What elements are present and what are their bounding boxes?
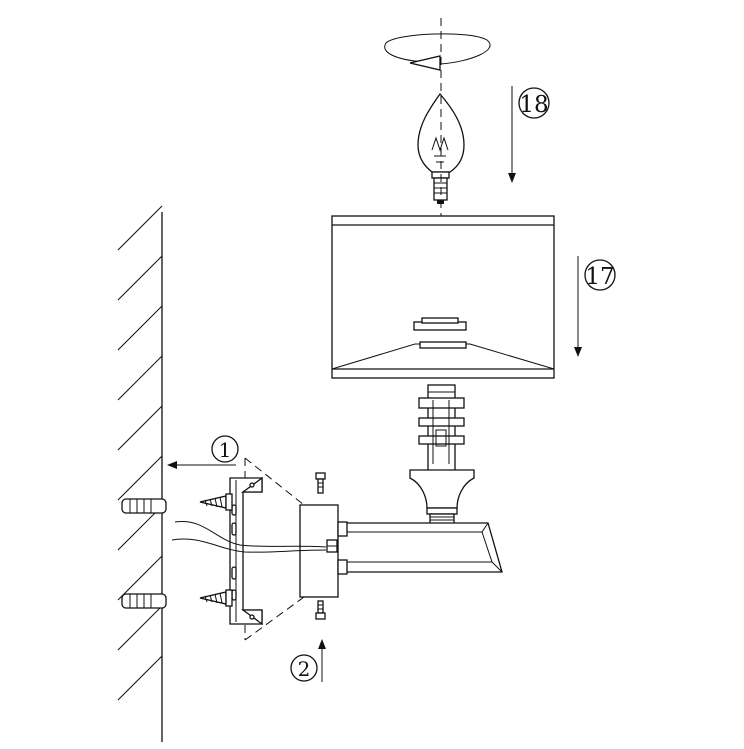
set-screw-bottom — [315, 600, 326, 620]
step-2-arrow: 2 — [290, 639, 326, 682]
projection-lines — [244, 457, 305, 641]
shade-ring-nut — [413, 317, 467, 331]
wall-anchor-upper — [121, 498, 167, 514]
wall-backplate — [299, 504, 348, 598]
callout-17-label: 17 — [585, 264, 614, 290]
callout-18-label: 18 — [519, 92, 548, 118]
step-2-label: 2 — [298, 657, 311, 681]
lamp-shade — [331, 215, 555, 379]
lamp-arm — [329, 522, 503, 573]
hatch-line — [117, 605, 163, 651]
wall-anchor-lower — [121, 593, 167, 609]
wood-screw-upper — [199, 493, 233, 511]
arrow-17: 17 — [574, 256, 616, 357]
hatch-line — [117, 355, 163, 401]
hatch-line — [117, 205, 163, 251]
hatch-line — [117, 555, 163, 601]
wall — [117, 205, 163, 742]
hatch-line — [117, 455, 163, 501]
step-1-arrow: 1 — [167, 435, 239, 469]
wood-screw-lower — [199, 589, 233, 607]
wall-hatching — [117, 205, 163, 701]
bulb-socket — [418, 384, 465, 472]
step-1-label: 1 — [219, 438, 232, 462]
hatch-line — [117, 255, 163, 301]
candle-bulb — [417, 92, 465, 204]
mounting-bracket — [229, 476, 263, 626]
arrow-18: 18 — [508, 86, 550, 183]
hatch-line — [117, 405, 163, 451]
supply-wires — [171, 521, 327, 553]
decorative-cup — [409, 469, 475, 525]
hatch-line — [117, 305, 163, 351]
rotation-arrow — [384, 33, 491, 71]
hatch-line — [117, 655, 163, 701]
set-screw-top — [315, 472, 326, 494]
